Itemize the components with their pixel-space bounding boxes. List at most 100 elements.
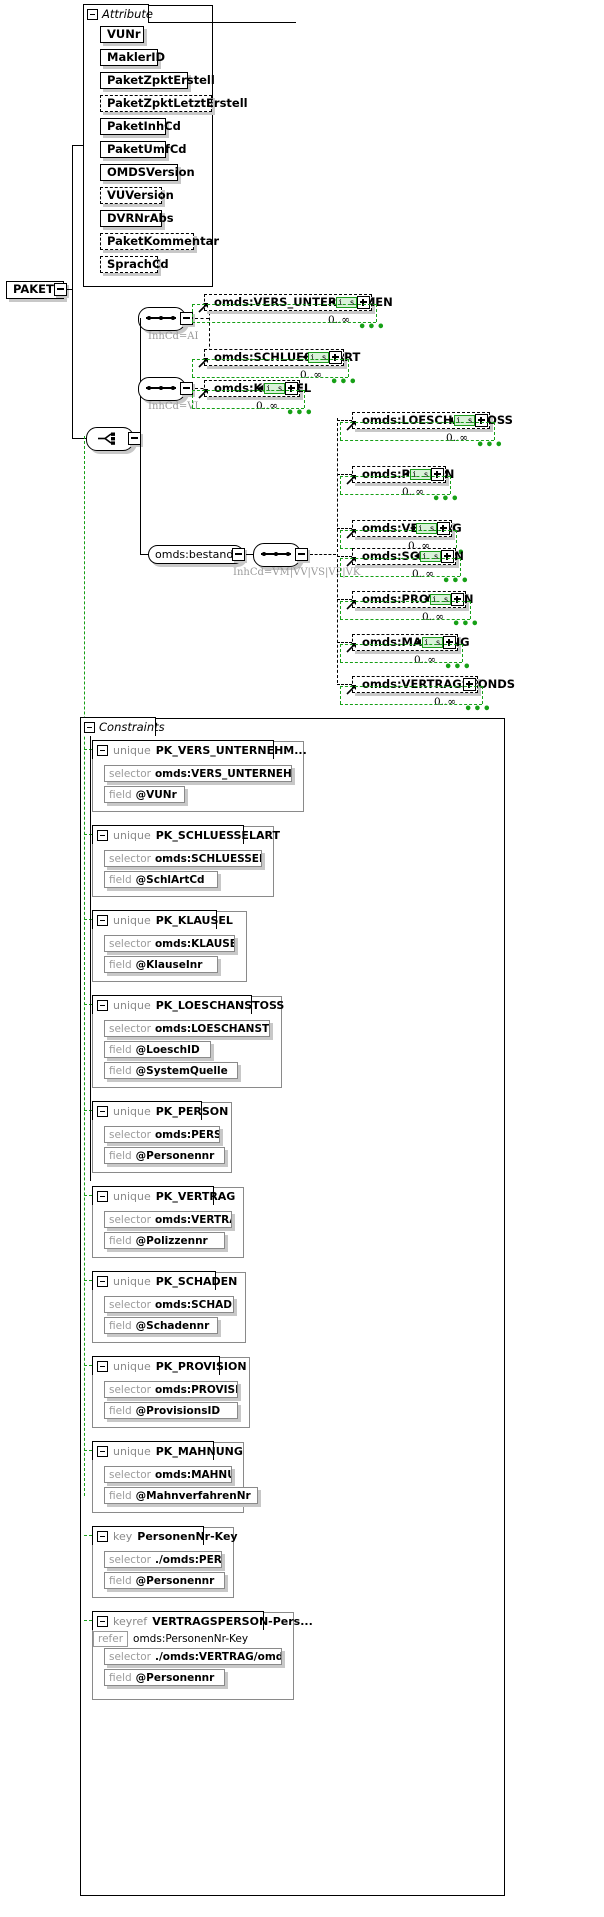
- expand-toggle[interactable]: [463, 678, 476, 691]
- cardinality-label: 0..∞: [412, 568, 435, 580]
- attribute-node[interactable]: PaketZpktLetztErstell: [100, 95, 248, 112]
- constraint-field-row[interactable]: field@Schadennr: [104, 1317, 218, 1334]
- sequence-compositor[interactable]: [138, 377, 186, 401]
- minus-icon[interactable]: [87, 8, 98, 20]
- reference-line: [340, 476, 450, 477]
- constraints-group-tab[interactable]: Constraints: [80, 717, 165, 736]
- connector-line: [72, 290, 74, 438]
- plus-icon: [446, 553, 448, 560]
- connector-dashed: [337, 474, 352, 475]
- choice-collapse-toggle[interactable]: [128, 432, 141, 445]
- minus-icon[interactable]: [97, 829, 108, 841]
- sequence-collapse-toggle[interactable]: [180, 382, 193, 395]
- expand-toggle[interactable]: [437, 522, 450, 535]
- reference-line: [450, 476, 451, 494]
- constraint-field-row[interactable]: field@MahnverfahrenNr: [104, 1487, 258, 1504]
- constraint-field-row[interactable]: field@Personennr: [104, 1572, 225, 1589]
- attribute-node[interactable]: PaketZpktErstell: [100, 72, 215, 89]
- expand-toggle[interactable]: [441, 550, 454, 563]
- attribute-node[interactable]: SprachCd: [100, 256, 169, 273]
- minus-icon[interactable]: [97, 999, 108, 1011]
- sequence-compositor[interactable]: [253, 543, 301, 567]
- minus-icon[interactable]: [97, 914, 108, 926]
- constraint-selector-row[interactable]: selector./omds:VERTRAG/omds:V...: [104, 1648, 282, 1665]
- constraint-selector-row[interactable]: selectoromds:VERS_UNTERNEHM...: [104, 765, 292, 782]
- constraint-selector-row[interactable]: selector./omds:PERSON: [104, 1551, 222, 1568]
- field-label: field: [109, 1234, 132, 1247]
- constraint-field-row[interactable]: field@Personennr: [104, 1147, 225, 1164]
- expand-toggle[interactable]: [443, 636, 456, 649]
- attribute-node[interactable]: VUNr: [100, 26, 144, 43]
- branch-annotation: InhCd=VI: [148, 401, 199, 412]
- group-name: omds:bestand: [155, 548, 234, 561]
- sequence-collapse-toggle[interactable]: [295, 548, 308, 561]
- expand-toggle[interactable]: [431, 468, 444, 481]
- constraint-field-row[interactable]: field@Polizzennr: [104, 1232, 225, 1249]
- minus-icon[interactable]: [97, 1190, 108, 1202]
- attribute-node[interactable]: PaketKommentar: [100, 233, 219, 250]
- attribute-name: VUNr: [107, 26, 141, 41]
- expand-toggle[interactable]: [329, 351, 342, 364]
- minus-icon[interactable]: [97, 1275, 108, 1287]
- choice-compositor[interactable]: [86, 427, 134, 451]
- minus-icon[interactable]: [97, 1105, 108, 1117]
- constraint-field-row[interactable]: field@Personennr: [104, 1669, 225, 1686]
- attribute-node[interactable]: PaketInhCd: [100, 118, 181, 135]
- minus-icon[interactable]: [84, 721, 95, 733]
- constraint-field-row[interactable]: field@SystemQuelle: [104, 1062, 238, 1079]
- root-element-paket[interactable]: PAKET: [6, 281, 64, 299]
- attribute-node[interactable]: DVRNrAbs: [100, 210, 174, 227]
- minus-icon[interactable]: [97, 1530, 108, 1542]
- minus-icon[interactable]: [97, 744, 108, 756]
- field-value: @SchlArtCd: [135, 873, 205, 886]
- refer-value: omds:PersonenNr-Key: [133, 1633, 249, 1645]
- refer-label: refer: [93, 1631, 129, 1647]
- ref-continuation-dots: •••: [432, 492, 460, 507]
- constraint-field-row[interactable]: field@ProvisionsID: [104, 1402, 238, 1419]
- minus-icon[interactable]: [97, 1615, 108, 1627]
- constraint-field-row[interactable]: field@VUNr: [104, 786, 185, 803]
- element-node[interactable]: omds:VERS_UNTERNEHMEN: [204, 294, 393, 311]
- sequence-dots-icon: [261, 551, 291, 556]
- constraint-field-row[interactable]: field@SchlArtCd: [104, 871, 218, 888]
- expand-toggle[interactable]: [285, 382, 298, 395]
- attribute-group-tab[interactable]: Attribute: [83, 4, 153, 23]
- attribute-node[interactable]: PaketUmfCd: [100, 141, 187, 158]
- group-node-bestand[interactable]: omds:bestand: [148, 545, 244, 564]
- expand-toggle[interactable]: [451, 593, 464, 606]
- reference-line: [340, 686, 482, 687]
- minus-icon[interactable]: [97, 1445, 108, 1457]
- minus-icon[interactable]: [97, 1360, 108, 1372]
- selector-value: omds:MAHNUNG: [154, 1468, 231, 1481]
- constraint-field-row[interactable]: field@LoeschID: [104, 1041, 212, 1058]
- attribute-node[interactable]: VUVersion: [100, 187, 174, 204]
- attribute-node[interactable]: OMDSVersion: [100, 164, 195, 181]
- constraint-field-row[interactable]: field@KlauseInr: [104, 956, 218, 973]
- expand-toggle[interactable]: [357, 296, 370, 309]
- element-node[interactable]: omds:VERTRAGSFONDS: [352, 676, 515, 693]
- expand-toggle[interactable]: [475, 414, 488, 427]
- sequence-compositor[interactable]: [138, 307, 186, 331]
- cardinality-label: 0..∞: [402, 486, 425, 498]
- attribute-node[interactable]: MaklerID: [100, 49, 165, 66]
- group-collapse-toggle[interactable]: [232, 548, 245, 561]
